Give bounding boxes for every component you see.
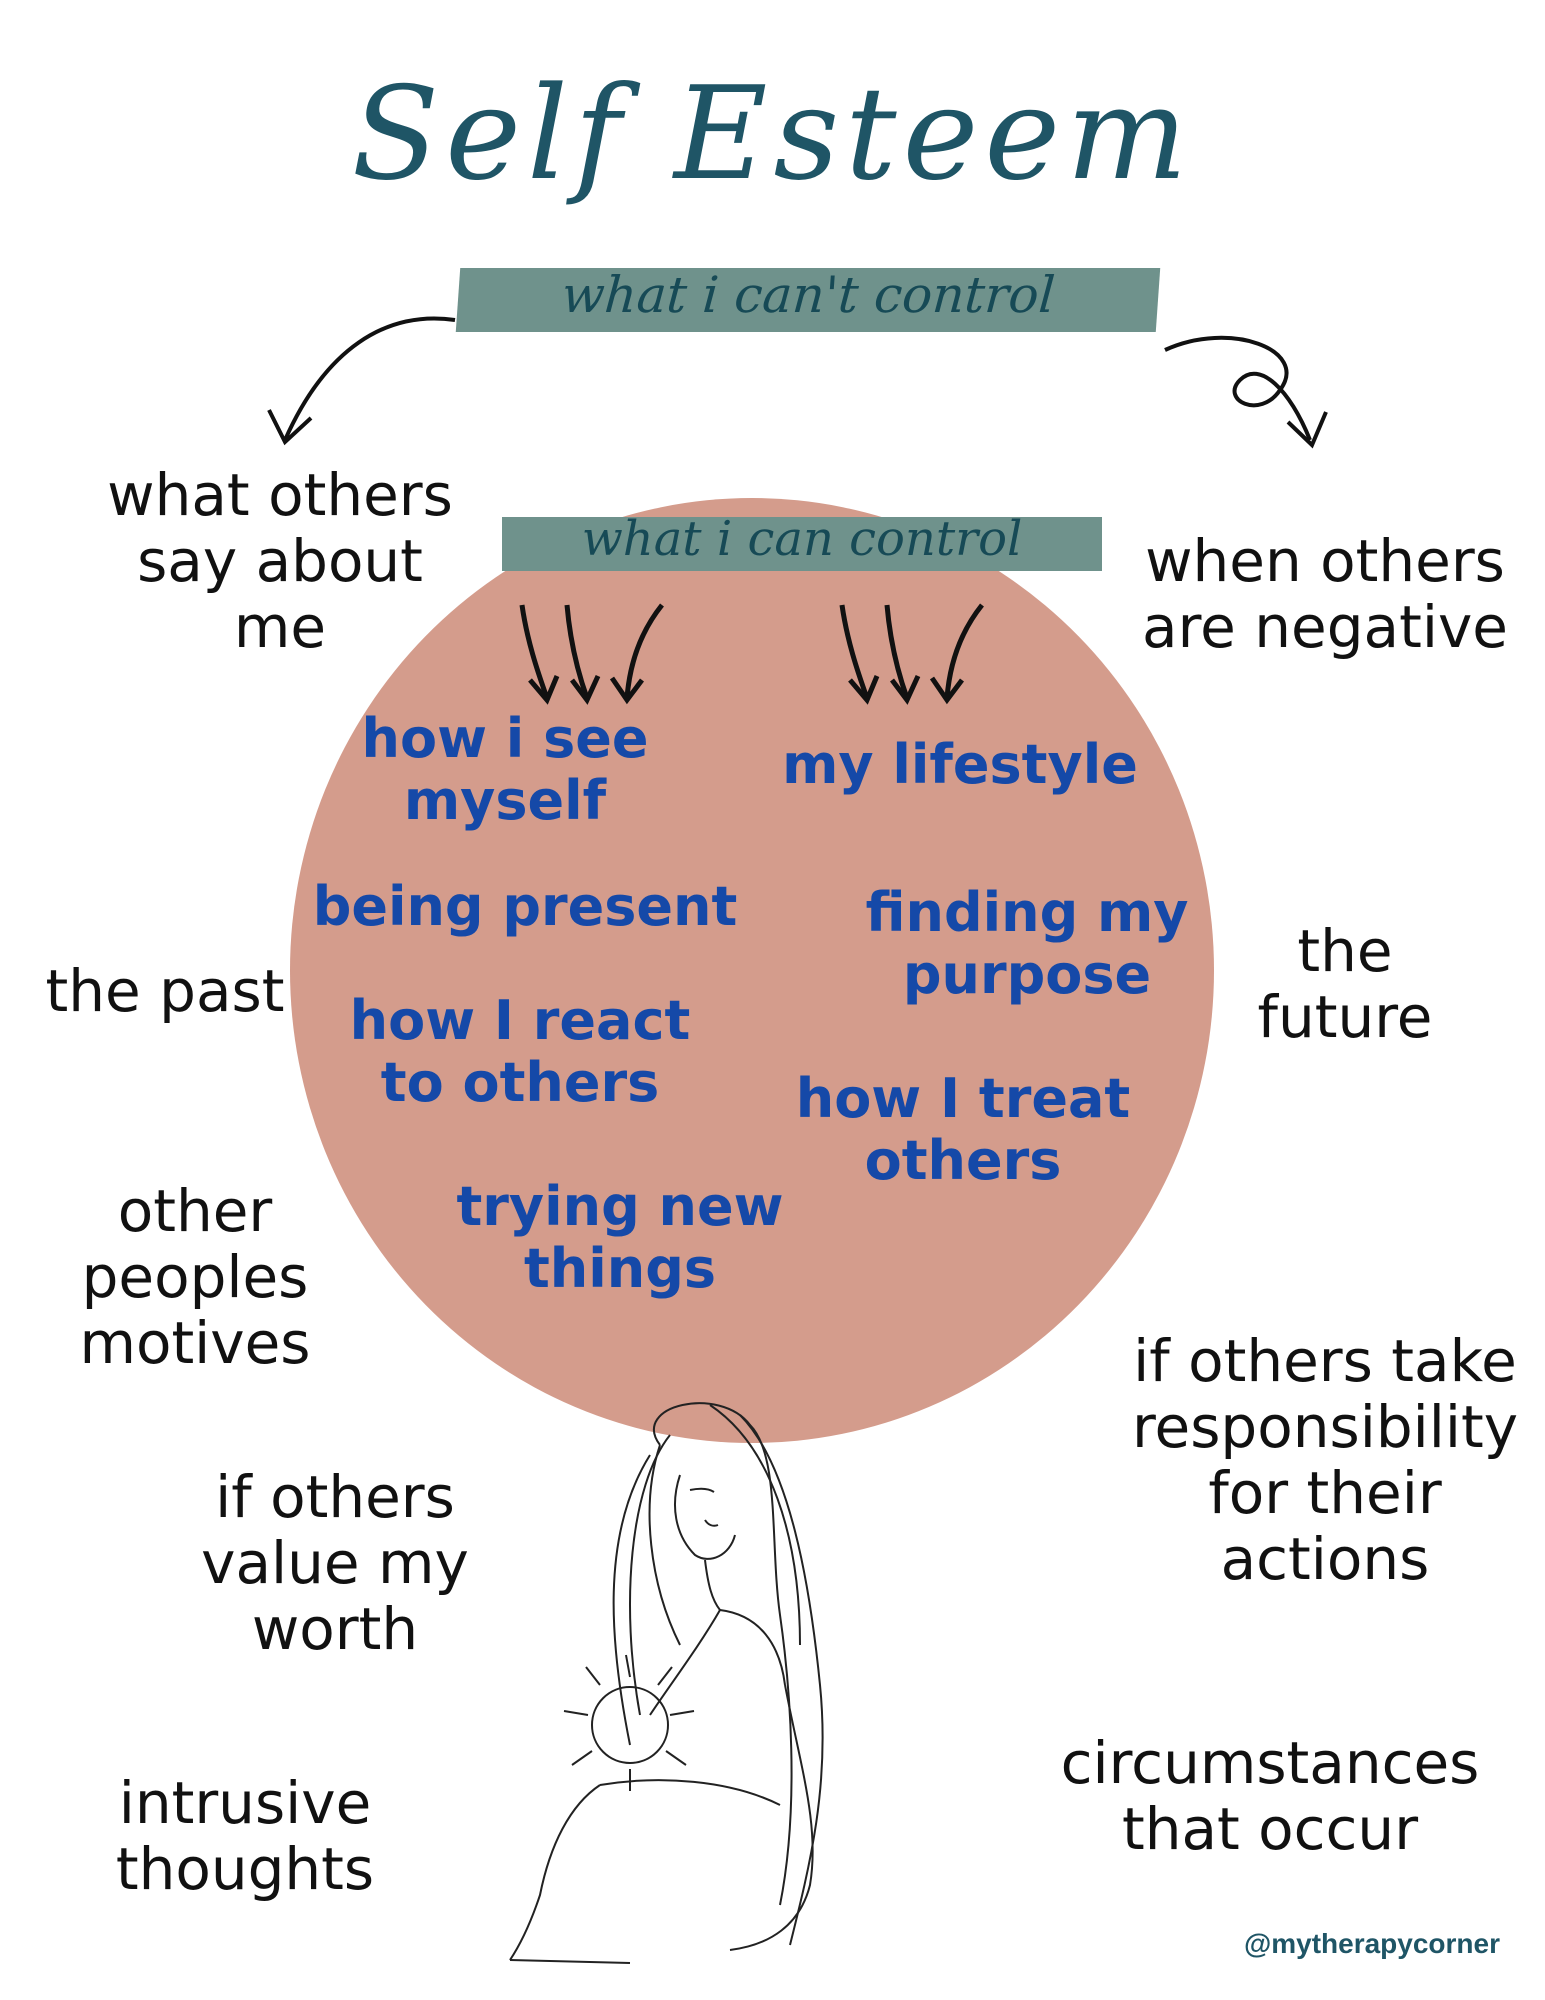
can-control-heading: what i can control bbox=[581, 511, 1023, 567]
page-title: Self Esteem bbox=[351, 60, 1194, 209]
cant-control-heading: what i can't control bbox=[559, 266, 1057, 324]
down-arrows-right-icon bbox=[839, 603, 984, 705]
cant-control-item: intrusive thoughts bbox=[115, 1769, 375, 1903]
left-curved-arrow-icon bbox=[267, 316, 456, 446]
cant-control-item: what others say about me bbox=[107, 461, 453, 661]
right-looping-arrow-icon bbox=[1164, 335, 1328, 449]
cant-control-item: circumstances that occur bbox=[1060, 1729, 1480, 1863]
cant-control-banner: what i can't control bbox=[455, 266, 1161, 332]
cant-control-item: the future bbox=[1257, 917, 1433, 1051]
can-control-item: my lifestyle bbox=[782, 733, 1138, 796]
control-circle bbox=[290, 498, 1214, 1443]
can-control-item: trying new things bbox=[456, 1175, 784, 1300]
can-control-item: being present bbox=[312, 875, 738, 938]
cant-control-item: if others take responsibility for their … bbox=[1131, 1327, 1519, 1593]
social-handle: @mytherapycorner bbox=[1243, 1928, 1500, 1959]
cant-control-item: when others are negative bbox=[1142, 527, 1508, 661]
cant-control-item: other peoples motives bbox=[79, 1177, 311, 1377]
can-control-banner: what i can control bbox=[502, 511, 1102, 571]
cant-control-item: the past bbox=[45, 957, 285, 1025]
can-control-item: finding my purpose bbox=[865, 881, 1189, 1006]
can-control-item: how i see myself bbox=[361, 707, 649, 832]
can-control-item: how I react to others bbox=[349, 989, 691, 1114]
woman-holding-sun-illustration bbox=[509, 1402, 824, 1964]
down-arrows-left-icon bbox=[519, 603, 664, 705]
can-control-item: how I treat others bbox=[795, 1067, 1131, 1192]
cant-control-item: if others value my worth bbox=[201, 1463, 469, 1663]
